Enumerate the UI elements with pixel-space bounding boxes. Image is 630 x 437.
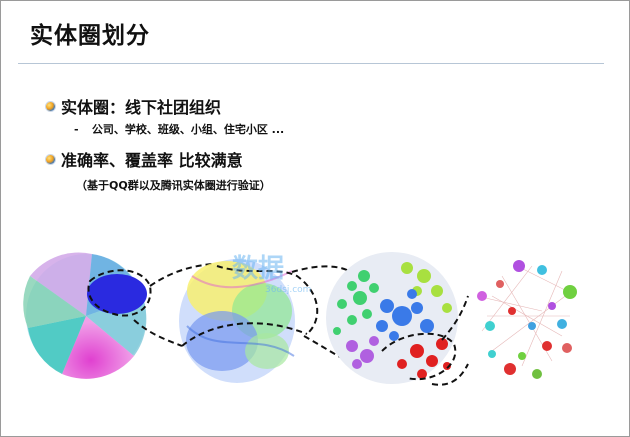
bullet-orb-icon bbox=[46, 154, 55, 164]
bullet-text: 准确率、覆盖率 比较满意 bbox=[61, 151, 243, 170]
validation-note: （基于QQ群以及腾讯实体圈进行验证） bbox=[76, 179, 271, 192]
bullet-accuracy: 准确率、覆盖率 比较满意 bbox=[46, 147, 243, 171]
watermark: 数据 bbox=[232, 254, 285, 284]
bullet-orb-icon bbox=[46, 101, 55, 111]
watermark-url: 36dsj.com bbox=[265, 285, 312, 295]
bullet-entity-circle: 实体圈：线下社团组织 bbox=[46, 94, 221, 118]
slide-title: 实体圈划分 bbox=[30, 23, 150, 49]
community-graph-illustration bbox=[23, 252, 577, 386]
network-graph-1 bbox=[23, 252, 152, 379]
sub-bullet: - 公司、学校、班级、小组、住宅小区 ... bbox=[74, 121, 284, 137]
sub-bullet-text: 公司、学校、班级、小组、住宅小区 ... bbox=[91, 123, 285, 136]
bullet-text: 实体圈：线下社团组织 bbox=[61, 98, 222, 117]
title-divider bbox=[18, 63, 604, 64]
dash-marker: - bbox=[74, 123, 79, 136]
network-graph-2 bbox=[179, 259, 295, 383]
network-graph-3 bbox=[326, 252, 458, 384]
network-graph-4 bbox=[476, 260, 577, 379]
